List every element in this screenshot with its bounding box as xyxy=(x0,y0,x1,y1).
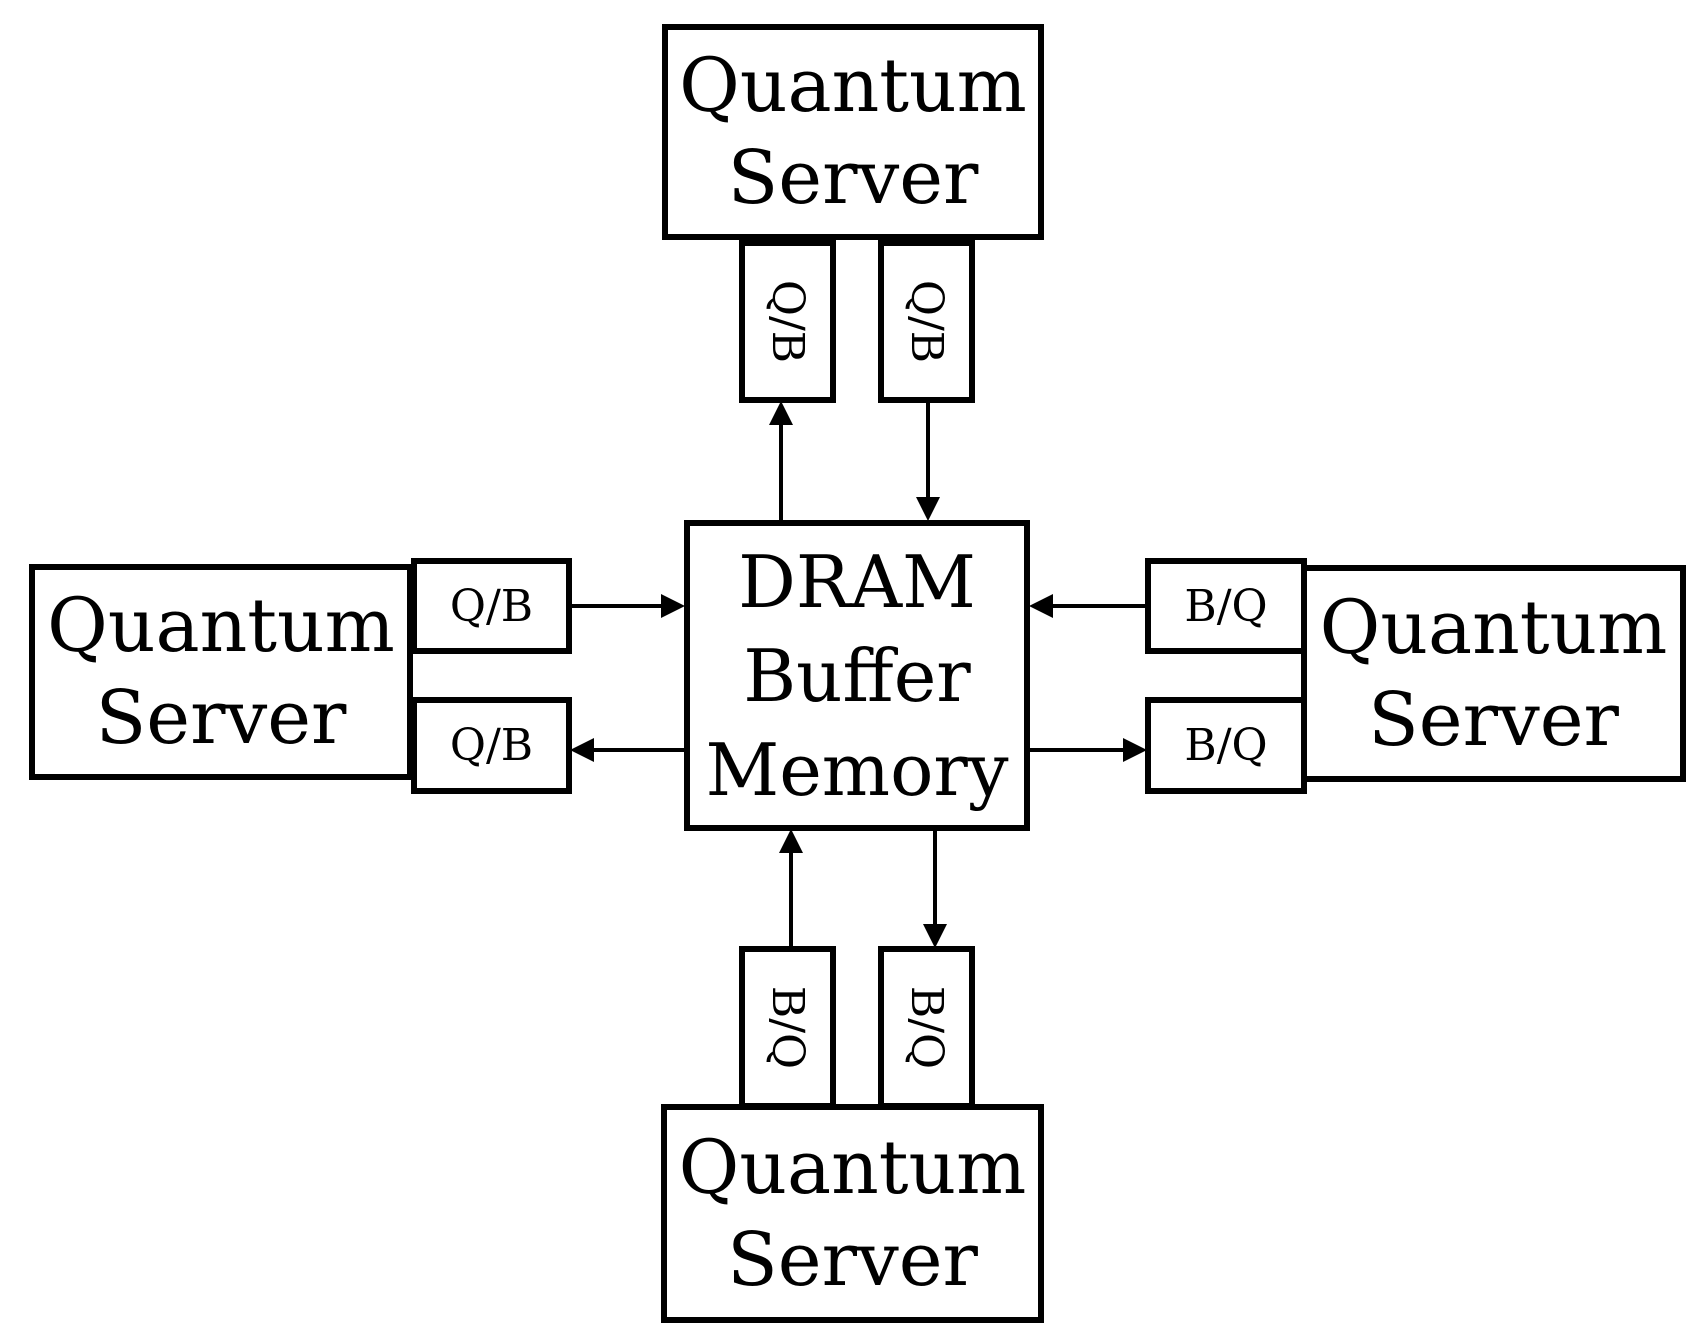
converter-label: Q/B xyxy=(449,720,534,771)
quantum-server-right: Quantum Server xyxy=(1301,565,1686,782)
server-label-line-1: Quantum xyxy=(47,583,395,669)
server-label-line-2: Server xyxy=(1368,676,1619,763)
server-label-line-1: Quantum xyxy=(678,1124,1027,1211)
right-converter-1: B/Q xyxy=(1145,558,1307,654)
converter-label: Q/B xyxy=(761,279,813,364)
bottom-converter-2: B/Q xyxy=(878,946,975,1109)
dram-buffer-memory: DRAM Buffer Memory xyxy=(684,520,1030,831)
quantum-server-top: Quantum Server xyxy=(662,24,1044,240)
converter-label: Q/B xyxy=(449,580,534,632)
converter-label: B/Q xyxy=(900,985,952,1070)
server-label-line-1: Quantum xyxy=(1319,584,1668,671)
top-converter-2: Q/B xyxy=(878,240,975,403)
converter-label: B/Q xyxy=(1184,720,1268,771)
converter-label: B/Q xyxy=(761,985,813,1070)
converter-label: B/Q xyxy=(1184,580,1268,632)
dram-label-line-2: Buffer xyxy=(743,633,971,718)
server-label-line-2: Server xyxy=(727,1216,978,1303)
dram-label-line-1: DRAM xyxy=(738,539,976,624)
server-label-line-1: Quantum xyxy=(679,43,1027,129)
server-label-line-2: Server xyxy=(95,675,347,761)
bottom-converter-1: B/Q xyxy=(739,946,836,1109)
quantum-server-bottom: Quantum Server xyxy=(661,1104,1044,1323)
top-converter-1: Q/B xyxy=(739,240,836,403)
left-converter-2: Q/B xyxy=(411,697,572,794)
left-converter-1: Q/B xyxy=(411,558,572,654)
quantum-server-left: Quantum Server xyxy=(29,564,413,780)
converter-label: Q/B xyxy=(900,279,952,364)
right-converter-2: B/Q xyxy=(1145,697,1307,794)
dram-label-line-3: Memory xyxy=(705,727,1009,812)
server-label-line-2: Server xyxy=(727,135,979,221)
